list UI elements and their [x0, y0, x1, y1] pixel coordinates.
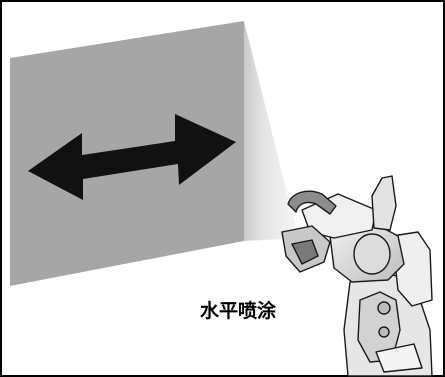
spray-cone [244, 21, 300, 241]
caption-label: 水平喷涂 [200, 300, 277, 322]
double-arrow-icon [28, 114, 236, 200]
robot-arm-icon [281, 175, 433, 377]
